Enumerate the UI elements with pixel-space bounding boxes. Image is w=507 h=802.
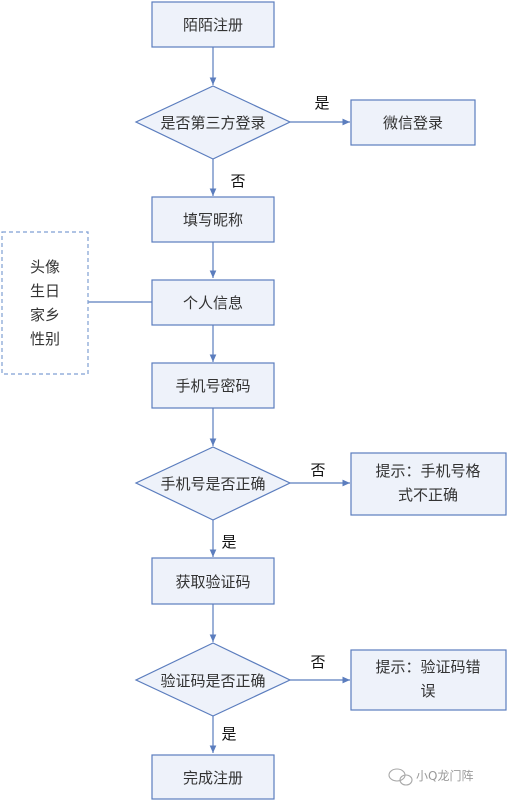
decision-phone-valid-label: 手机号是否正确 — [160, 475, 265, 493]
watermark-chat-icon — [388, 768, 413, 786]
info-field-hometown: 家乡 — [30, 306, 60, 324]
node-phone-password: 手机号密码 — [151, 362, 275, 409]
edge-label-code-yes: 是 — [221, 725, 236, 743]
node-code-error-line2: 误 — [420, 682, 435, 700]
decision-phone-valid: 手机号是否正确 — [134, 446, 292, 521]
edge-label-phone-yes: 是 — [221, 533, 236, 551]
node-finish-label: 完成注册 — [183, 769, 243, 787]
connectors — [88, 47, 350, 753]
node-start: 陌陌注册 — [151, 1, 275, 48]
node-nickname: 填写昵称 — [151, 196, 275, 243]
edge-label-phone-no: 否 — [310, 461, 325, 479]
edge-label-code-no: 否 — [310, 653, 325, 671]
decision-code-valid-label: 验证码是否正确 — [160, 672, 265, 690]
node-get-code: 获取验证码 — [151, 557, 275, 605]
node-wechat-login: 微信登录 — [350, 99, 476, 146]
node-phone-password-label: 手机号密码 — [175, 377, 250, 395]
node-get-code-label: 获取验证码 — [175, 573, 250, 591]
info-field-gender: 性别 — [30, 330, 60, 348]
info-fields-group: 头像 生日 家乡 性别 — [1, 231, 89, 375]
node-personal-info-label: 个人信息 — [183, 294, 243, 312]
decision-code-valid: 验证码是否正确 — [134, 642, 292, 717]
decision-third-party: 是否第三方登录 — [134, 85, 292, 160]
node-start-label: 陌陌注册 — [183, 16, 243, 34]
edge-label-third-no: 否 — [230, 172, 245, 190]
info-field-avatar: 头像 — [30, 258, 60, 276]
node-wechat-login-label: 微信登录 — [383, 114, 443, 132]
watermark: 小Q龙门阵 — [388, 768, 473, 786]
node-nickname-label: 填写昵称 — [183, 211, 243, 229]
node-code-error: 提示：验证码错 误 — [350, 649, 507, 711]
node-phone-error-line1: 提示：手机号格 — [375, 462, 480, 480]
decision-third-party-label: 是否第三方登录 — [160, 114, 265, 132]
watermark-text: 小Q龙门阵 — [416, 768, 473, 783]
node-code-error-line1: 提示：验证码错 — [375, 658, 480, 676]
info-field-birthday: 生日 — [30, 282, 60, 300]
node-phone-error-line2: 式不正确 — [398, 486, 458, 504]
node-personal-info: 个人信息 — [151, 279, 275, 326]
edge-label-third-yes: 是 — [314, 94, 329, 112]
node-finish: 完成注册 — [151, 754, 275, 800]
node-phone-error: 提示：手机号格 式不正确 — [350, 452, 507, 516]
